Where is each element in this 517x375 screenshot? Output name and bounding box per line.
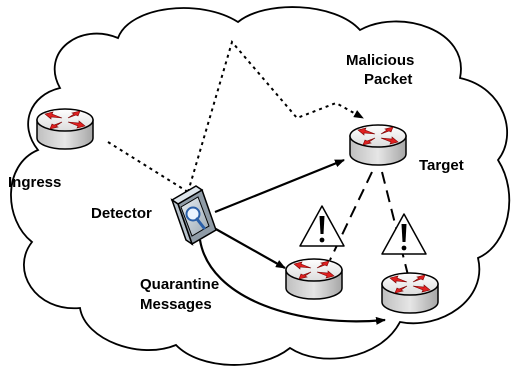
quarantine-arrow-target (214, 158, 345, 214)
router-icon-quarantine-2 (381, 272, 439, 314)
label-detector: Detector (91, 205, 152, 222)
label-quarantine: Quarantine (140, 276, 220, 293)
router-icon-ingress (36, 108, 94, 150)
malicious-packet-path (107, 141, 189, 193)
router-icon-target (349, 124, 407, 166)
label-ingress: Ingress (8, 174, 62, 191)
magnifier-scanner-icon (170, 185, 217, 246)
label-target: Target (419, 157, 464, 174)
label-malicious: Malicious (346, 52, 415, 69)
quarantine-arrow-router2 (198, 239, 386, 325)
cloud-boundary (10, 6, 511, 366)
quarantine-arrow-router1 (213, 227, 286, 269)
label-messages: Messages (140, 296, 212, 313)
malicious-packet-route (187, 39, 364, 193)
router-icon-quarantine-1 (285, 258, 343, 300)
label-packet: Packet (364, 71, 413, 88)
